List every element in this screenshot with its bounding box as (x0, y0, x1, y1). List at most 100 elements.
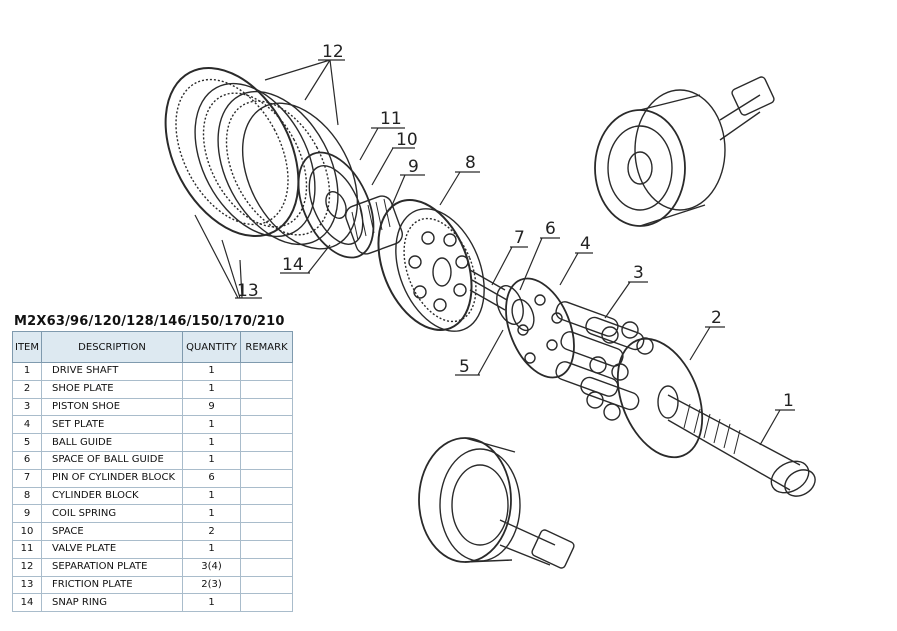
item-remark (240, 575, 294, 595)
callout-7: 7 (514, 228, 525, 248)
item-remark (240, 522, 294, 541)
item-remark (240, 450, 294, 470)
item-number: 7 (11, 468, 43, 488)
item-number: 3 (11, 397, 43, 417)
item-description: COIL SPRING (41, 504, 184, 524)
callout-1: 1 (783, 391, 794, 411)
callout-10: 10 (396, 130, 418, 150)
item-description: SEPARATION PLATE (41, 557, 184, 577)
parts-list-header-row: ITEM DESCRIPTION QUANTITY REMARK (11, 331, 294, 363)
item-remark (240, 468, 294, 488)
assembled-unit-top (594, 76, 775, 227)
callout-13: 13 (237, 281, 259, 301)
item-number: 8 (11, 486, 43, 506)
callout-4: 4 (580, 234, 591, 254)
item-number: 2 (11, 379, 43, 399)
item-quantity: 1 (182, 379, 242, 399)
item-number: 12 (11, 557, 43, 577)
assembled-unit-bottom (418, 437, 575, 569)
cylinder-block (377, 199, 485, 332)
item-quantity: 9 (182, 397, 242, 417)
item-number: 4 (11, 415, 43, 435)
separation-and-friction-plates (164, 66, 359, 250)
item-number: 9 (11, 504, 43, 524)
item-description: FRICTION PLATE (41, 575, 184, 595)
item-description: SNAP RING (41, 593, 184, 613)
callout-12: 12 (322, 42, 344, 62)
item-description: BALL GUIDE (41, 433, 184, 452)
callout-5: 5 (459, 357, 470, 377)
item-description: PISTON SHOE (41, 397, 184, 417)
item-quantity: 1 (182, 486, 242, 506)
item-quantity: 1 (182, 504, 242, 524)
callout-14: 14 (282, 255, 304, 275)
header-item: ITEM (11, 331, 43, 363)
item-quantity: 2 (182, 522, 242, 541)
callout-6: 6 (545, 219, 556, 239)
item-remark (240, 557, 294, 577)
item-quantity: 1 (182, 539, 242, 559)
item-description: CYLINDER BLOCK (41, 486, 184, 506)
item-quantity: 1 (182, 415, 242, 435)
item-quantity: 1 (182, 450, 242, 470)
callout-3: 3 (633, 263, 644, 283)
item-quantity: 2(3) (182, 575, 242, 595)
item-number: 10 (11, 522, 43, 541)
item-description: PIN OF CYLINDER BLOCK (41, 468, 184, 488)
coil-spring (345, 195, 403, 255)
callout-8: 8 (465, 153, 476, 173)
item-description: SET PLATE (41, 415, 184, 435)
ball-guide-and-pins (469, 269, 535, 332)
item-description: SHOE PLATE (41, 379, 184, 399)
item-remark (240, 397, 294, 417)
item-remark (240, 433, 294, 452)
item-number: 11 (11, 539, 43, 559)
item-remark (240, 415, 294, 435)
callout-labels: 12 11 10 9 8 7 6 4 3 2 1 5 13 14 (237, 42, 794, 411)
item-remark (240, 504, 294, 524)
item-quantity: 1 (182, 433, 242, 452)
valve-plate (297, 151, 375, 259)
shoe-plate (616, 337, 704, 459)
item-number: 6 (11, 450, 43, 470)
callout-9: 9 (408, 157, 419, 177)
item-quantity: 1 (182, 362, 242, 381)
callout-11: 11 (380, 109, 402, 129)
item-remark (240, 379, 294, 399)
header-remark: REMARK (240, 331, 294, 363)
item-number: 13 (11, 575, 43, 595)
item-number: 1 (11, 362, 43, 381)
item-quantity: 6 (182, 468, 242, 488)
set-plate (505, 277, 575, 379)
item-description: VALVE PLATE (41, 539, 184, 559)
item-quantity: 1 (182, 593, 242, 613)
header-quantity: QUANTITY (182, 331, 242, 363)
item-description: SPACE OF BALL GUIDE (41, 450, 184, 470)
item-description: DRIVE SHAFT (41, 362, 184, 381)
callout-2: 2 (711, 308, 722, 328)
item-remark (240, 539, 294, 559)
item-quantity: 3(4) (182, 557, 242, 577)
item-description: SPACE (41, 522, 184, 541)
header-description: DESCRIPTION (41, 331, 184, 363)
item-remark (240, 486, 294, 506)
drive-shaft (667, 394, 816, 497)
parts-list-title: M2X63/96/120/128/146/150/170/210 (14, 314, 285, 329)
item-remark (240, 593, 294, 613)
